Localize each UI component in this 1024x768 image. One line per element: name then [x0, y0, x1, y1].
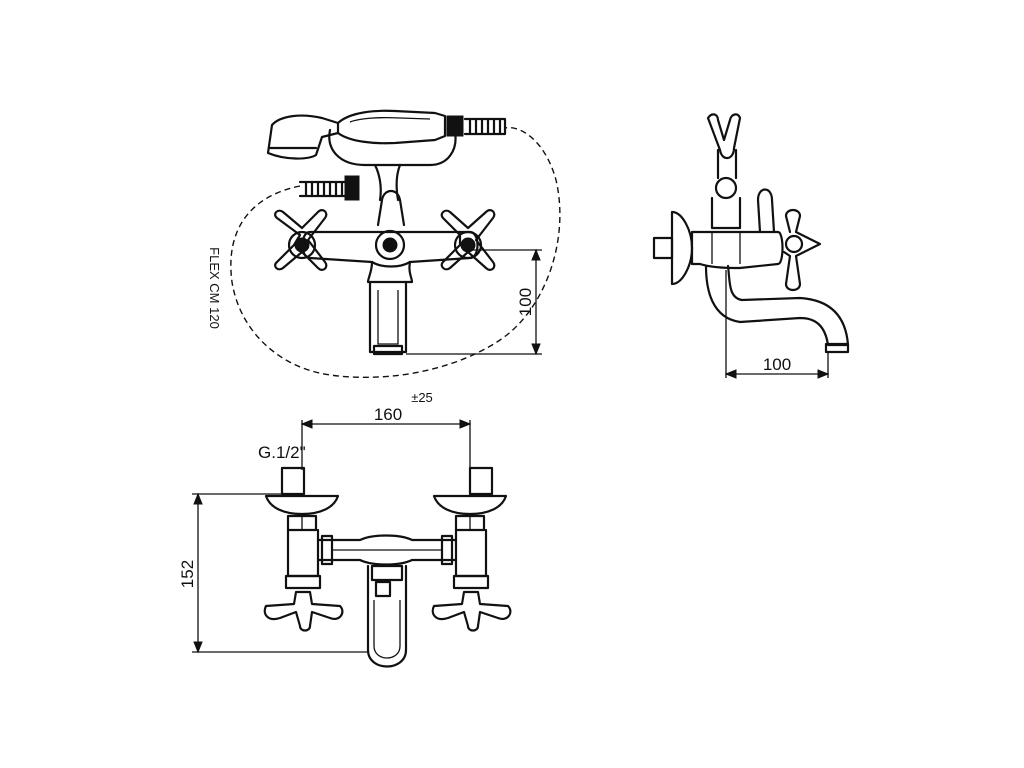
- right-valve-ring: [452, 574, 490, 590]
- side-cradle-fork: [706, 113, 742, 160]
- left-bottom-cross: [263, 590, 344, 632]
- side-cross-hub: [784, 234, 804, 254]
- side-diverter-body: [710, 196, 742, 230]
- spout-front-inner: [377, 290, 399, 345]
- right-valve-body: [454, 528, 488, 578]
- side-depth-label: 100: [763, 355, 791, 374]
- hose-spiral-top: [463, 117, 507, 136]
- bottom-dim-arrow-bottom: [193, 641, 203, 654]
- right-supply-flange: [432, 494, 508, 516]
- hose-nut-low: [344, 175, 360, 201]
- side-cross-handle: [782, 208, 822, 292]
- left-supply-flange: [264, 494, 340, 516]
- left-handle-cap: [294, 237, 310, 253]
- side-wall-flange: [670, 210, 694, 286]
- spacing-arrow-left: [300, 419, 313, 429]
- side-dim-arrow-right: [817, 369, 830, 379]
- flex-hose-label: FLEX CM 120: [207, 247, 222, 329]
- side-spout-tip: [824, 342, 850, 354]
- side-body: [690, 230, 784, 270]
- right-bottom-cross: [431, 590, 512, 632]
- plan-spout-inner: [373, 600, 401, 659]
- center-knob-cap: [382, 237, 398, 253]
- front-view: 100 FLEX CM 120: [207, 109, 561, 378]
- diverter-lever: [376, 189, 406, 227]
- plan-spout-tip: [374, 580, 392, 598]
- cradle-stem: [373, 163, 402, 202]
- side-dim-arrow-left: [724, 369, 737, 379]
- flex-hose-outline: [230, 126, 561, 378]
- shower-handle-grip: [349, 116, 431, 123]
- hose-spiral-low: [298, 180, 347, 198]
- center-knob: [374, 229, 406, 261]
- bottom-view: 160 ±25 G.1/2" 15: [178, 390, 512, 668]
- side-wall-pipe: [652, 236, 674, 260]
- side-diverter-knob: [714, 176, 738, 200]
- bottom-height-label: 152: [178, 560, 197, 588]
- side-spout: [704, 264, 850, 347]
- right-supply-pipe: [468, 466, 494, 496]
- side-lever: [756, 188, 776, 234]
- plan-spout: [366, 564, 408, 668]
- side-cradle-stem: [716, 148, 738, 180]
- left-valve-body: [286, 528, 320, 578]
- side-view: 100: [652, 113, 850, 379]
- shower-cradle: [328, 128, 457, 167]
- dim-100-arrow-top: [531, 248, 541, 261]
- plan-spout-top: [370, 564, 404, 582]
- spout-aerator: [372, 344, 404, 356]
- thread-label: G.1/2": [258, 443, 306, 462]
- mixer-body-lower: [366, 260, 414, 284]
- bottom-dim-arrow-top: [193, 492, 203, 505]
- shower-head: [266, 114, 340, 160]
- dim-100-arrow-bottom: [531, 343, 541, 356]
- shower-handle: [336, 109, 447, 145]
- right-handle-cap: [460, 237, 476, 253]
- spout-front: [368, 280, 408, 354]
- right-cross-handle: [440, 209, 496, 271]
- left-valve-ring: [284, 574, 322, 590]
- crossbar: [316, 534, 458, 566]
- left-supply-pipe: [280, 466, 306, 496]
- spacing-tolerance-label: ±25: [411, 390, 433, 405]
- spacing-arrow-right: [459, 419, 472, 429]
- right-handle-hub: [453, 230, 483, 260]
- spacing-label: 160: [374, 405, 402, 424]
- left-cross-handle: [274, 209, 328, 271]
- front-height-label: 100: [516, 288, 535, 316]
- left-handle-hub: [287, 230, 317, 260]
